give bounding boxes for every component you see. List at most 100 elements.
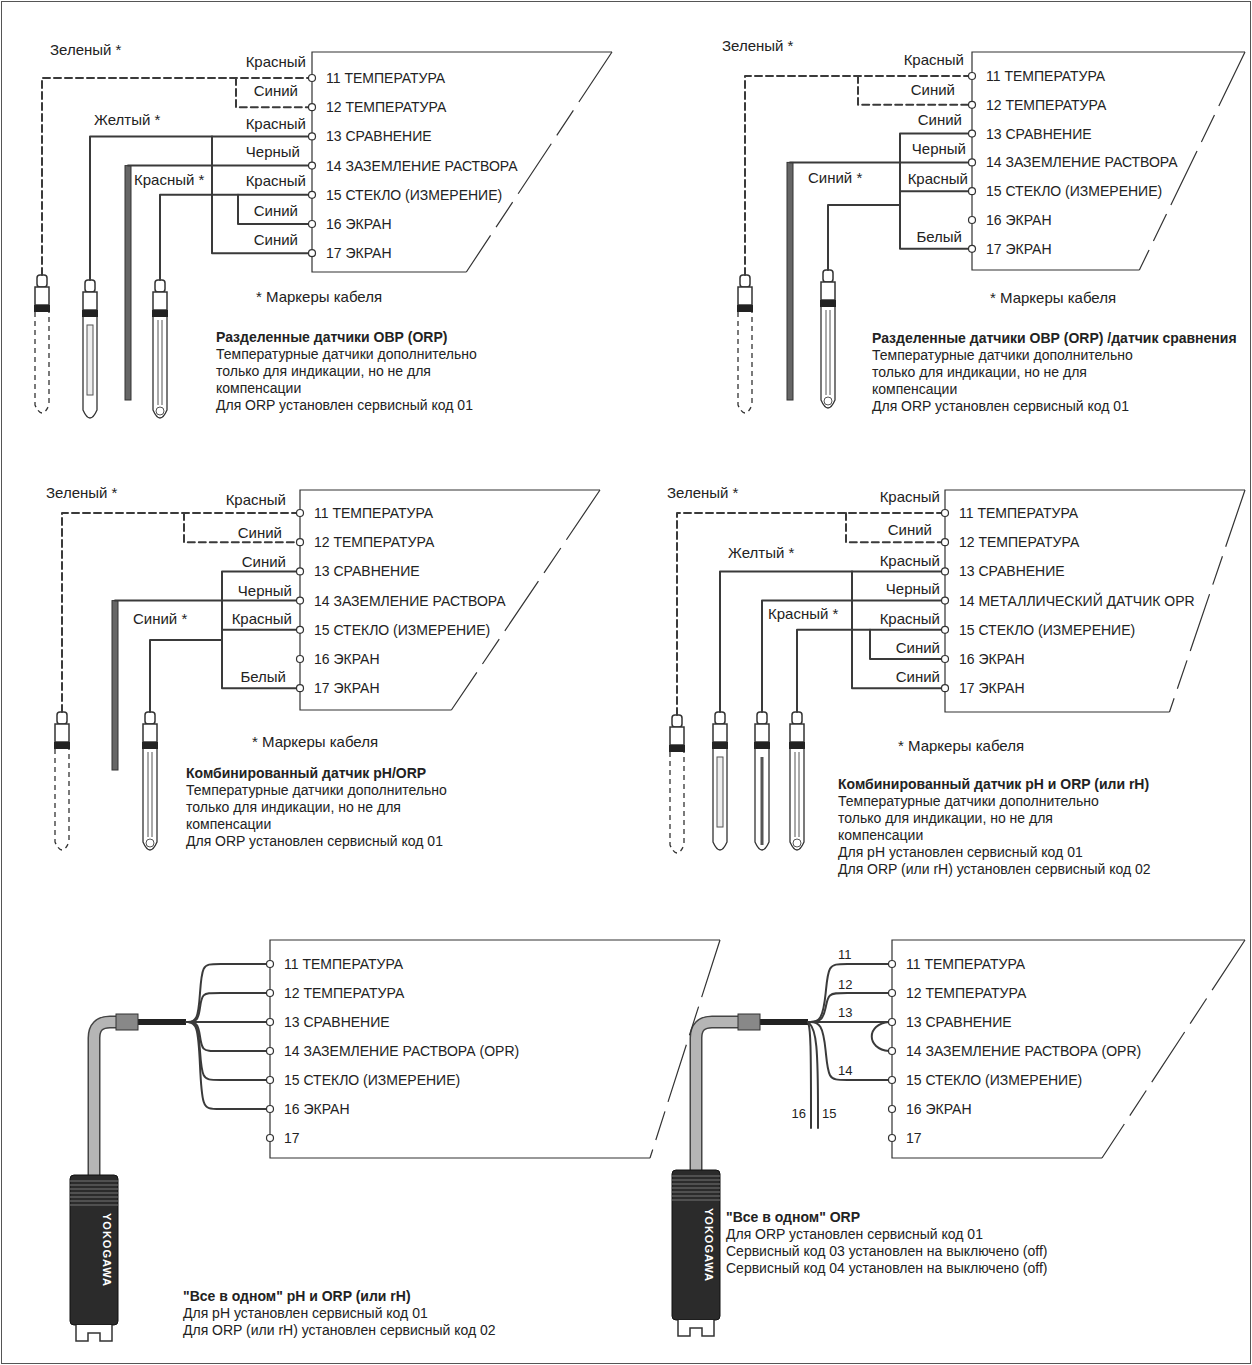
- thread: [672, 1184, 720, 1185]
- wire: [186, 964, 266, 1022]
- wire: [150, 640, 222, 712]
- electrode: [820, 270, 836, 408]
- wire-color-label: Синий *: [133, 611, 187, 627]
- terminal-screw: [889, 1019, 896, 1026]
- cable-core: [138, 1019, 186, 1025]
- terminal-label: 11 ТЕМПЕРАТУРА: [906, 956, 1025, 972]
- wire: [808, 964, 888, 1022]
- thread: [672, 1200, 720, 1201]
- wire-color-label: Красный: [226, 492, 286, 508]
- terminal-block: 11 ТЕМПЕРАТУРА12 ТЕМПЕРАТУРА13 СРАВНЕНИЕ…: [300, 490, 600, 710]
- wire-color-label: Красный: [246, 116, 306, 132]
- block-border: [270, 940, 720, 1158]
- wire: [186, 1022, 266, 1109]
- wire: [42, 78, 308, 275]
- wire: [186, 1021, 266, 1023]
- terminal-label: 17 ЭКРАН: [986, 241, 1052, 257]
- wire-number: 11: [838, 948, 852, 962]
- sensor-body: [153, 317, 167, 418]
- sensor-body: [713, 749, 727, 850]
- wire-color-label: Зеленый *: [722, 38, 793, 54]
- terminal-screw: [889, 1048, 896, 1055]
- terminal-label: 12 ТЕМПЕРАТУРА: [906, 985, 1026, 1001]
- wire-color-label: Синий: [254, 203, 298, 219]
- terminal-screw: [969, 159, 976, 166]
- caption-title: "Все в одном" pH и ORP (или rH): [183, 1288, 603, 1305]
- terminal-label: 17 ЭКРАН: [959, 680, 1025, 696]
- sensor-cap: [145, 712, 155, 724]
- caption-title: "Все в одном" ORP: [726, 1209, 1226, 1226]
- terminal-label: 15 СТЕКЛО (ИЗМЕРЕНИЕ): [986, 183, 1162, 199]
- electrode: [142, 712, 158, 850]
- reference-element: [87, 325, 93, 395]
- terminal-label: 16 ЭКРАН: [284, 1101, 350, 1117]
- terminal-label: 14 ЗАЗЕМЛЕНИЕ РАСТВОРА (OPR): [284, 1043, 519, 1059]
- temperature-sensor: [34, 275, 50, 413]
- caption-text: Для ORP (или rH) установлен сервисный ко…: [183, 1322, 603, 1339]
- sensor-cap: [715, 712, 725, 724]
- terminal-label: 11 ТЕМПЕРАТУРА: [986, 68, 1105, 84]
- terminal-screw: [309, 191, 316, 198]
- electrode: [754, 712, 770, 850]
- wire: [128, 165, 308, 167]
- terminal-screw: [889, 1106, 896, 1113]
- wire-color-label: Синий: [911, 82, 955, 98]
- terminal-label: 17 ЭКРАН: [314, 680, 380, 696]
- caption-text: Температурные датчики дополнительно толь…: [872, 347, 1172, 398]
- terminal-screw: [889, 1077, 896, 1084]
- terminal-block: 11 ТЕМПЕРАТУРА12 ТЕМПЕРАТУРА13 СРАВНЕНИЕ…: [972, 52, 1245, 270]
- caption-text: Температурные датчики дополнительно толь…: [838, 793, 1138, 844]
- wire-color-label: Зеленый *: [46, 485, 117, 501]
- terminal-screw: [267, 1135, 274, 1142]
- sensor-cap: [757, 712, 767, 724]
- glass-bulb: [156, 407, 164, 415]
- note-text: * Маркеры кабеля: [990, 289, 1116, 307]
- terminal-screw: [309, 75, 316, 82]
- thread: [672, 1192, 720, 1193]
- sensor-cap: [792, 712, 802, 724]
- caption-text: Температурные датчики дополнительно толь…: [186, 782, 486, 833]
- sensor-body: [738, 312, 752, 413]
- wire: [222, 571, 296, 688]
- terminal-label: 13 СРАВНЕНИЕ: [326, 128, 432, 144]
- wire-color-label: Зеленый *: [50, 42, 121, 58]
- sensor-body: [70, 1175, 118, 1325]
- block-border: [945, 490, 1245, 712]
- wire: [222, 629, 296, 631]
- wire: [790, 161, 968, 163]
- terminal-label: 15 СТЕКЛО (ИЗМЕРЕНИЕ): [314, 622, 490, 638]
- glass-bulb: [793, 839, 801, 847]
- thread: [70, 1189, 118, 1190]
- sensor-ring: [754, 742, 770, 749]
- caption-title: Комбинированный датчик pH и ORP (или rH): [838, 776, 1238, 793]
- metal-element: [761, 757, 764, 845]
- sensor-cap: [57, 712, 67, 724]
- caption-title: Разделенные датчики ОВР (ORP) /датчик ср…: [872, 330, 1244, 347]
- wire: [846, 513, 941, 542]
- caption-title: Разделенные датчики ОВР (ORP): [216, 329, 596, 346]
- solution-ground-rod: [787, 162, 793, 400]
- sensor-body: [83, 317, 97, 418]
- terminal-label: 12 ТЕМПЕРАТУРА: [284, 985, 404, 1001]
- wire: [900, 134, 968, 249]
- wire-color-label: Синий: [888, 522, 932, 538]
- note-text: * Маркеры кабеля: [252, 733, 378, 751]
- sensor-ring: [82, 310, 98, 317]
- terminal-label: 16 ЭКРАН: [314, 651, 380, 667]
- sensor-head: [738, 287, 752, 305]
- terminal-label: 16 ЭКРАН: [986, 212, 1052, 228]
- jumper-wire: [872, 1022, 889, 1051]
- sensor-ring: [669, 745, 685, 752]
- wire: [797, 630, 941, 712]
- cable: [696, 1022, 738, 1174]
- wire-color-label: Желтый *: [94, 112, 160, 128]
- caption-text: Для ORP установлен сервисный код 01: [216, 397, 546, 414]
- wire-color-label: Синий: [896, 669, 940, 685]
- terminal-label: 11 ТЕМПЕРАТУРА: [326, 70, 445, 86]
- wire: [745, 76, 968, 275]
- wire-color-label: Черный: [912, 141, 966, 157]
- terminal-block: 11 ТЕМПЕРАТУРА12 ТЕМПЕРАТУРА13 СРАВНЕНИЕ…: [270, 940, 720, 1158]
- wire-color-label: Синий: [254, 83, 298, 99]
- terminal-label: 15 СТЕКЛО (ИЗМЕРЕНИЕ): [326, 187, 502, 203]
- wire: [900, 190, 968, 192]
